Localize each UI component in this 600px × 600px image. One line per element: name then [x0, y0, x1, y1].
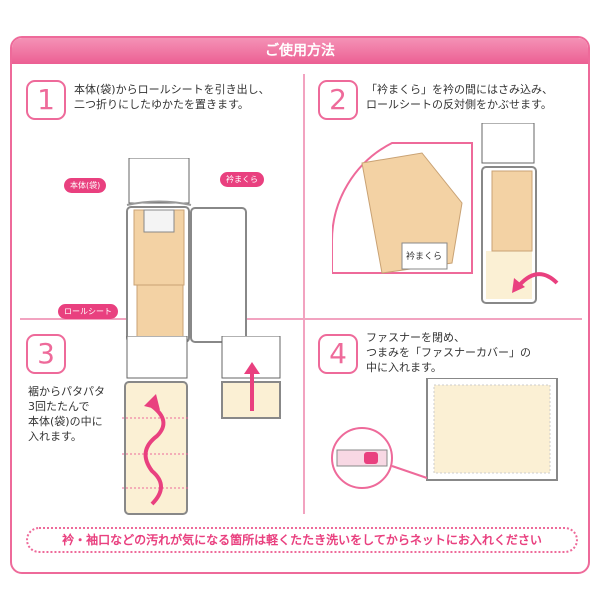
usage-instructions-panel: ご使用方法 1 本体(袋)からロールシートを引き出し、 二つ折りにしたゆかたを置… [10, 36, 590, 574]
step-2-text: 「衿まくら」を衿の間にはさみ込み、 ロールシートの反対側をかぶせます。 [366, 83, 553, 111]
label-body: 本体(袋) [64, 178, 107, 193]
step-1-text: 本体(袋)からロールシートを引き出し、 二つ折りにしたゆかたを置きます。 [74, 83, 270, 111]
step-1-illustration [126, 158, 247, 343]
step-3-illustration [122, 336, 281, 515]
label-pillow: 衿まくら [220, 172, 264, 187]
step-number-3: 3 [26, 334, 66, 374]
vertical-divider [303, 74, 305, 514]
horizontal-divider [20, 318, 582, 320]
label-roll-sheet: ロールシート [58, 304, 118, 319]
care-note: 衿・袖口などの汚れが気になる箇所は軽くたたき洗いをしてからネットにお入れください [26, 527, 578, 553]
step-number-1: 1 [26, 80, 66, 120]
step-3-text: 裾からパタパタ 3回たたんで 本体(袋)の中に 入れます。 [28, 385, 105, 443]
step-number-4: 4 [318, 334, 358, 374]
panel-title: ご使用方法 [12, 38, 588, 64]
step-number-2: 2 [318, 80, 358, 120]
step-4-illustration [331, 378, 558, 489]
step-2-illustration [332, 123, 559, 304]
step-4-text: ファスナーを閉め、 つまみを「ファスナーカバー」の 中に入れます。 [366, 331, 531, 374]
step-2-pillow-label: 衿まくら [406, 252, 443, 262]
